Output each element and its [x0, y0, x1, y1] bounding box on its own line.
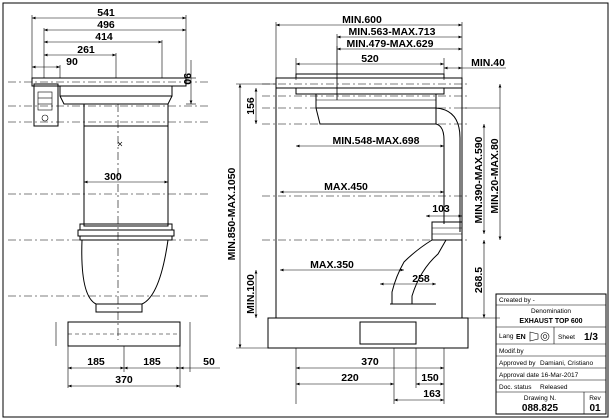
dim-300: 300: [104, 171, 122, 183]
dim-max450: MAX.450: [324, 181, 368, 193]
dim-370-left: 370: [115, 374, 133, 386]
duct-upper: [83, 103, 169, 127]
dim-185-b: 185: [143, 356, 161, 368]
dim-163: 163: [423, 388, 441, 400]
tb-rev-label: Rev: [589, 395, 601, 402]
tb-drawing-no: 088.825: [522, 403, 559, 414]
projection-symbol-icon: [529, 331, 550, 342]
title-block: Created by - Denomination EXHAUST TOP 60…: [495, 293, 607, 415]
tb-doc-status: Released: [540, 384, 568, 391]
dim-850-1050: MIN.850-MAX.1050: [226, 167, 238, 260]
dim-496: 496: [97, 19, 115, 31]
dim-min40: MIN.40: [471, 57, 505, 69]
dim-414: 414: [95, 31, 113, 43]
dim-563-713: MIN.563-MAX.713: [349, 26, 436, 38]
dim-261: 261: [77, 44, 95, 56]
left-motor-block: [33, 83, 59, 127]
dim-220: 220: [341, 372, 359, 384]
tb-doc-status-label: Doc. status: [499, 384, 532, 391]
dim-103: 103: [432, 203, 450, 215]
tb-sheet-label: Sheet: [558, 334, 575, 341]
dim-150: 150: [421, 372, 439, 384]
tb-denomination: EXHAUST TOP 600: [519, 318, 582, 325]
dim-90-top: 90: [66, 56, 78, 68]
dim-50: 50: [203, 356, 215, 368]
duct-body: [83, 125, 169, 227]
dim-268-5: 268.5: [473, 267, 485, 293]
tb-approved-by: Damiani, Cristiano: [540, 360, 593, 367]
tb-lang-label: Lang: [499, 333, 514, 340]
tb-approval-date: 16-Mar-2017: [541, 372, 579, 379]
tb-approved-by-label: Approved by: [499, 360, 536, 367]
dim-max350: MAX.350: [310, 259, 354, 271]
plinth: [267, 317, 469, 349]
dim-185-a: 185: [87, 356, 105, 368]
motor-bowl: [81, 239, 169, 305]
tb-approval-date-label: Approval date: [499, 372, 539, 379]
tb-lang: EN: [516, 334, 526, 341]
tb-rev: 01: [589, 403, 601, 414]
dim-479-629: MIN.479-MAX.629: [347, 38, 434, 50]
filter-box: [431, 221, 463, 241]
vent-box: [359, 321, 417, 345]
dim-156: 156: [245, 97, 257, 115]
s-duct: [391, 239, 447, 305]
dim-min600: MIN.600: [342, 14, 382, 26]
dim-min100: MIN.100: [245, 274, 257, 314]
dim-548-698: MIN.548-MAX.698: [333, 135, 420, 147]
left-view: 541 496 414 261 90 90 300: [8, 7, 220, 388]
tb-modif-by: Modif.by: [499, 348, 524, 355]
tb-sheet: 1/3: [584, 332, 598, 343]
dim-390-590: MIN.390-MAX.590: [473, 136, 485, 223]
dim-370-right: 370: [361, 356, 379, 368]
dim-541: 541: [97, 7, 115, 19]
dim-520: 520: [361, 53, 379, 65]
tb-created-by: Created by -: [499, 297, 535, 304]
dim-258: 258: [412, 273, 430, 285]
tb-drawing-label: Drawing N.: [524, 395, 556, 402]
dim-90-side: 90: [181, 73, 193, 85]
dim-20-80: MIN.20-MAX.80: [489, 138, 501, 213]
worktop: [275, 77, 463, 89]
right-view: MIN.600 MIN.563-MAX.713 MIN.479-MAX.629 …: [226, 14, 506, 404]
tb-denomination-label: Denomination: [531, 308, 571, 315]
